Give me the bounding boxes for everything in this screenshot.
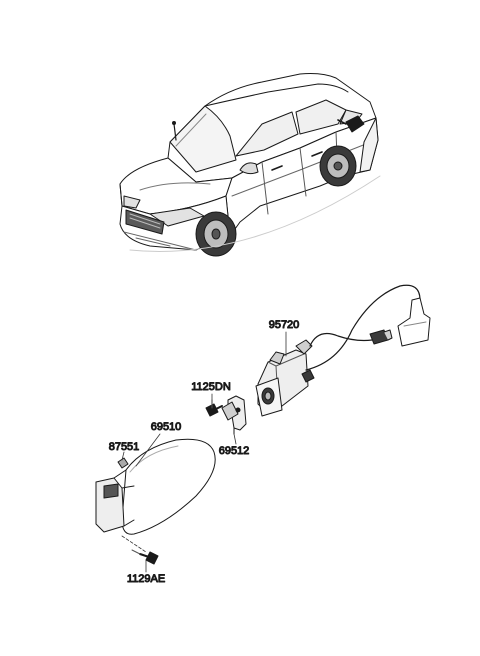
label-69510: 69510	[151, 421, 182, 433]
leader-lines	[121, 331, 287, 573]
hinge-bracket	[221, 395, 247, 435]
label-1129ae: 1129AE	[127, 573, 165, 585]
label-69512: 69512	[219, 445, 250, 457]
label-87551: 87551	[109, 441, 140, 453]
bumper-part	[117, 457, 129, 469]
car-illustration	[119, 73, 381, 257]
label-1125dn: 1125DN	[191, 381, 231, 393]
fuel-door	[95, 438, 216, 535]
screw-part	[131, 549, 159, 565]
cable-assembly	[255, 284, 431, 417]
label-95720: 95720	[269, 319, 300, 331]
bolt-part	[205, 399, 223, 417]
